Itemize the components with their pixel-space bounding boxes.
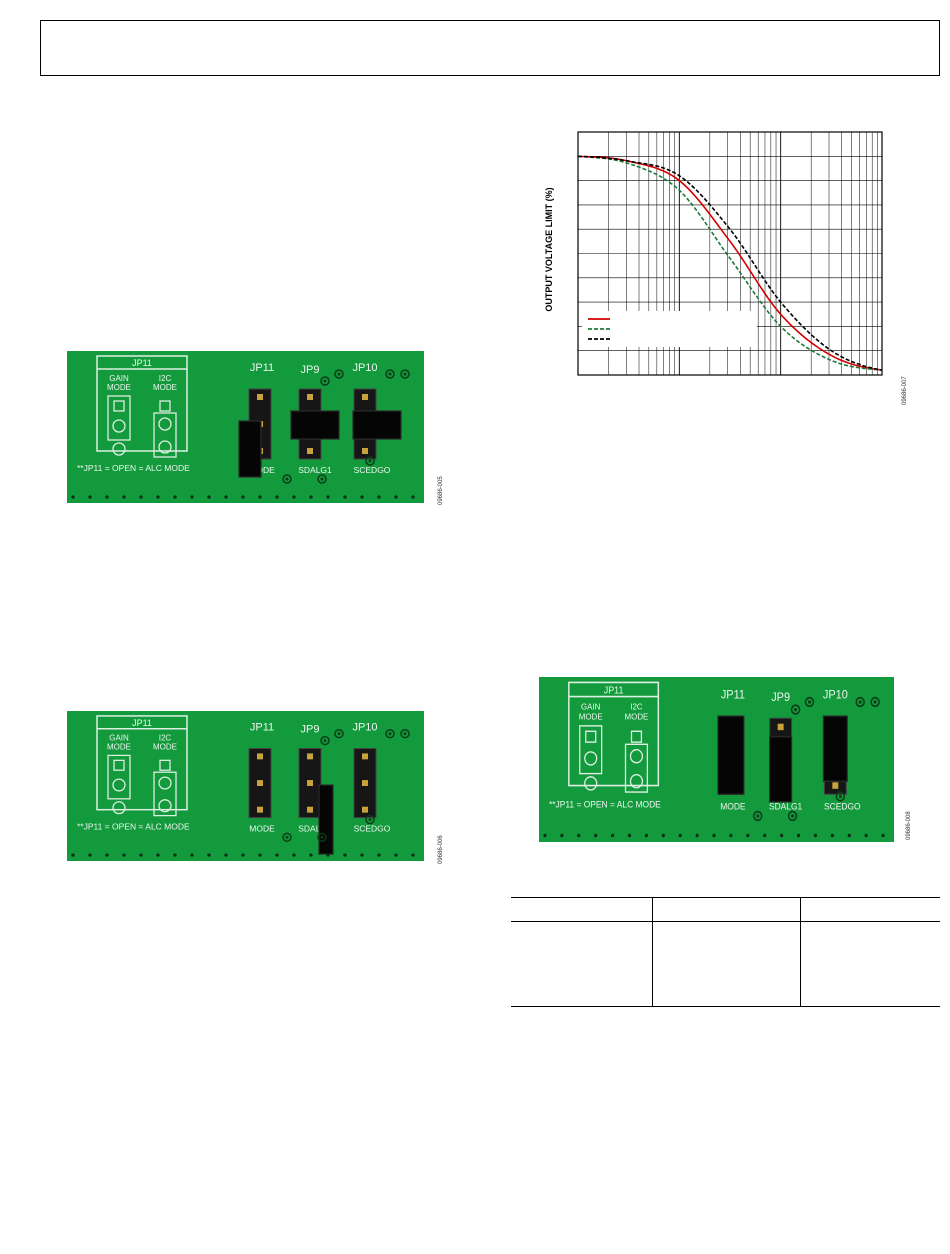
table-row [511,921,940,1007]
chart-canvas: OUTPUT VOLTAGE LIMIT (%) [544,131,883,376]
jumper-shunt [769,736,793,803]
silk-label-i2c-mode: I2C [630,701,642,711]
silk-label-i2c-mode: MODE [625,711,649,721]
silk-label-mode: MODE [249,823,275,833]
silk-label-jp9: JP9 [301,364,320,376]
figure-id-fig8: 09686-008 [906,811,912,840]
table-header-cell [652,897,801,922]
silk-label-jp9: JP9 [301,724,320,736]
silk-label-frame: JP11 [132,358,152,368]
silk-label-scedgo: SCEDGO [354,465,391,475]
page-header-box [40,20,940,76]
silk-label-gain-mode: GAIN [581,701,600,711]
silk-label-sdalg1: SDALG1 [298,823,332,833]
silk-label-i2c-mode: MODE [153,743,177,752]
silk-label-footer: **JP11 = OPEN = ALC MODE [77,463,190,473]
table-cell [800,921,940,1007]
silk-label-sdalg1: SDALG1 [769,801,802,811]
table-cell [511,922,653,1007]
table-header-cell [800,897,940,922]
table-header-cell [511,897,653,922]
legend-box [582,311,757,347]
silk-label-mode: MODE [249,465,275,475]
silk-label-mode: MODE [720,801,745,811]
silk-label-gain-mode: MODE [107,743,131,752]
silk-label-footer: **JP11 = OPEN = ALC MODE [549,799,661,809]
silkscreen-frame [96,715,188,811]
silk-label-frame: JP11 [604,685,624,695]
series-line-2 [577,155,883,371]
jumper-shunt [717,715,745,795]
output-voltage-limit-chart: OUTPUT VOLTAGE LIMIT (%) [540,120,900,390]
silk-label-jp10: JP10 [352,362,377,374]
silk-label-jp11: JP11 [250,362,274,374]
plot-frame [577,131,883,376]
silkscreen-frame [568,681,660,787]
silk-label-jp9: JP9 [771,691,790,704]
silkscreen-frame [96,355,188,452]
figure-id-fig6: 09686-006 [438,835,444,864]
silk-label-jp10: JP10 [823,689,848,702]
y-axis-label: OUTPUT VOLTAGE LIMIT (%) [544,187,554,311]
jumper-shunt [822,715,848,782]
silk-label-scedgo: SCEDGO [354,823,391,833]
silk-label-jp11: JP11 [721,689,745,702]
silk-label-frame: JP11 [132,718,152,728]
jumper-settings-table [511,897,940,1007]
silk-label-i2c-mode: I2C [159,374,172,383]
silk-label-jp10: JP10 [352,722,377,734]
figure-id-fig7: 09686-007 [902,376,908,405]
silk-label-i2c-mode: I2C [159,734,172,743]
silk-label-sdalg1: SDALG1 [298,465,332,475]
silk-label-gain-mode: MODE [107,383,131,392]
jumper-shunt [238,420,262,478]
silk-label-gain-mode: MODE [579,711,603,721]
jumper-shunt [290,410,340,440]
silk-label-gain-mode: GAIN [109,374,129,383]
silk-label-jp11: JP11 [250,722,274,734]
jumper-shunt [352,410,402,440]
series-line-1 [577,155,883,371]
figure-id-fig5: 09686-005 [438,476,444,505]
silk-label-footer: **JP11 = OPEN = ALC MODE [77,821,190,831]
table-header-row [511,897,940,922]
silk-label-i2c-mode: MODE [153,383,177,392]
silk-label-gain-mode: GAIN [109,734,129,743]
silk-label-scedgo: SCEDGO [824,801,861,811]
table-cell [652,921,801,1007]
jumper-shunt [318,784,334,855]
